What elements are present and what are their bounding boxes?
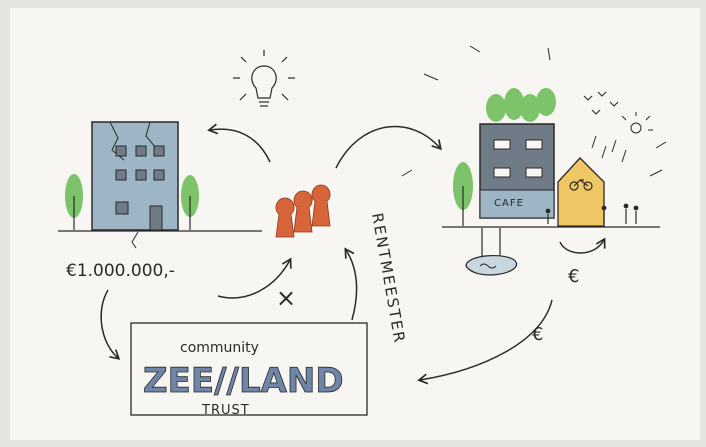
people-group xyxy=(275,184,331,238)
arrow-money-to-people xyxy=(217,257,292,299)
cafe-sign: CAFE xyxy=(494,198,524,209)
sun-icon xyxy=(621,112,653,134)
arrow-trust-to-people xyxy=(344,247,358,321)
cross-mark: × xyxy=(276,284,296,312)
logo-community: community xyxy=(180,340,259,356)
sketch-strokes xyxy=(401,45,667,177)
euro-label-right: € xyxy=(568,266,579,287)
arrow-to-idea xyxy=(207,123,271,163)
old-building xyxy=(91,121,179,231)
flow-arrows xyxy=(100,123,606,385)
house xyxy=(557,157,605,227)
tree-right xyxy=(453,162,473,226)
logo-trust: TRUST xyxy=(201,403,250,418)
tree-left-2 xyxy=(181,175,199,230)
bicycle-icon xyxy=(569,179,593,191)
birds-icon xyxy=(583,91,619,115)
tree-left-1 xyxy=(65,174,83,230)
roof-garden xyxy=(486,88,556,122)
price-pointer xyxy=(131,231,139,249)
small-figures xyxy=(545,203,639,224)
rain-lines xyxy=(591,135,627,163)
trust-box xyxy=(130,322,368,416)
price-label: €1.000.000,- xyxy=(66,261,175,281)
arrow-price-to-trust xyxy=(100,289,121,360)
arrow-loop-right xyxy=(559,237,606,254)
lightbulb-icon xyxy=(233,50,295,107)
water-storage xyxy=(465,228,517,276)
euro-label-bottom: € xyxy=(532,324,543,345)
new-building xyxy=(479,123,555,219)
arrow-return-to-trust xyxy=(417,299,553,385)
arrow-to-new-building xyxy=(335,125,442,169)
logo-main: ZEE//LAND xyxy=(143,361,344,401)
